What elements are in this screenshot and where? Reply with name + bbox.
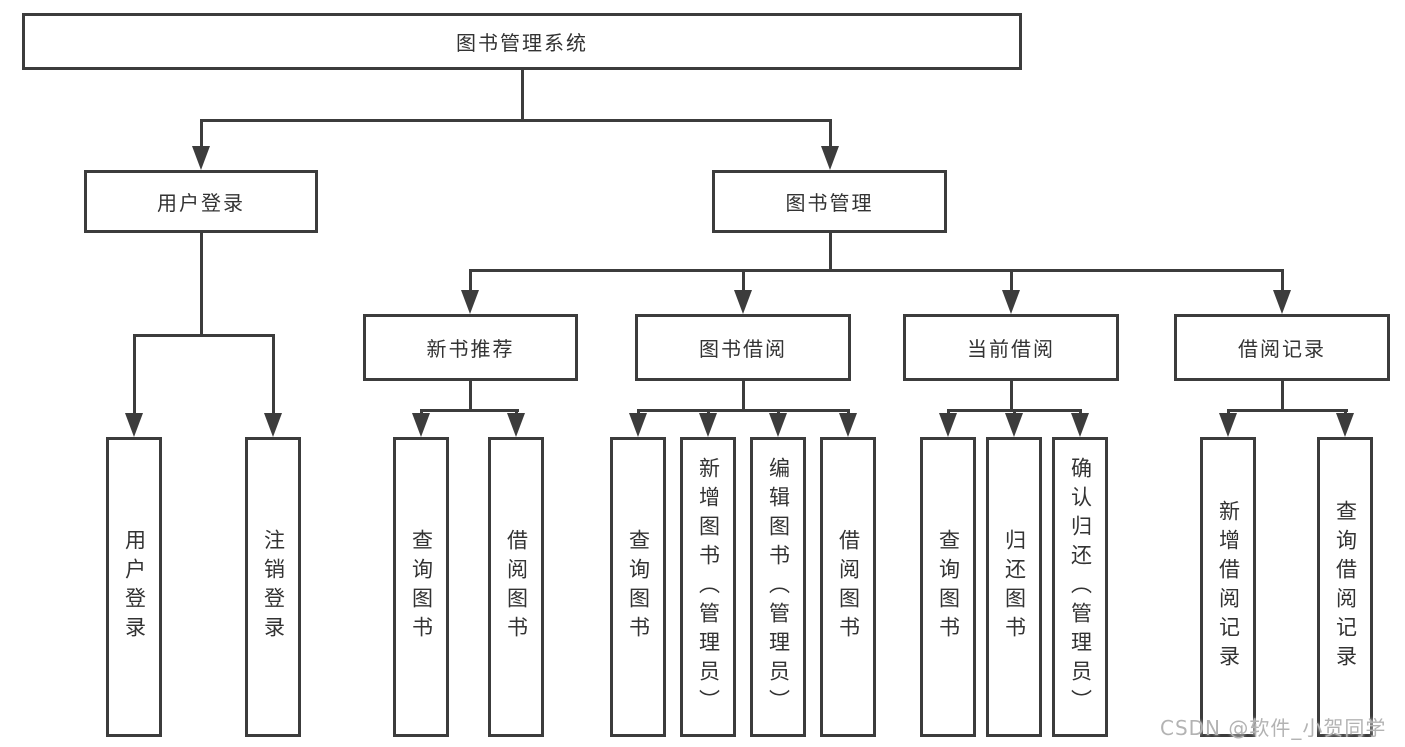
leaf-label: 新增借阅记录 — [1216, 500, 1241, 674]
connector-drop-user-login — [199, 120, 203, 148]
node-label: 借阅记录 — [1238, 337, 1326, 361]
leaf-label: 借阅图书 — [836, 529, 861, 645]
arrow-down-icon — [939, 413, 957, 437]
connector-drop-new-book — [468, 270, 472, 292]
arrow-down-icon — [734, 290, 752, 314]
arrow-down-icon — [125, 413, 143, 437]
arrow-down-icon — [1005, 413, 1023, 437]
leaf-label: 新增图书（管理员） — [696, 456, 721, 718]
leaf-label: 编辑图书（管理员） — [766, 456, 791, 718]
leaf-logout: 注销登录 — [245, 437, 301, 737]
leaf-label: 注销登录 — [261, 529, 286, 645]
node-label: 当前借阅 — [967, 337, 1055, 361]
connector-new-book-bar — [419, 408, 519, 412]
arrow-down-icon — [699, 413, 717, 437]
leaf-confirm-return-admin: 确认归还（管理员） — [1052, 437, 1108, 737]
arrow-down-icon — [821, 146, 839, 170]
node-book-borrowing: 图书借阅 — [635, 314, 851, 381]
connector-root-bar — [199, 118, 832, 122]
arrow-down-icon — [192, 146, 210, 170]
leaf-query-books-recommend: 查询图书 — [393, 437, 449, 737]
connector-book-borrow-bar — [636, 408, 850, 412]
node-label: 用户登录 — [157, 191, 245, 215]
leaf-query-books-borrowing: 查询图书 — [610, 437, 666, 737]
leaf-label: 查询图书 — [409, 529, 434, 645]
leaf-add-book-admin: 新增图书（管理员） — [680, 437, 736, 737]
node-book-management: 图书管理 — [712, 170, 947, 233]
arrow-down-icon — [1071, 413, 1089, 437]
connector-user-login-stem — [199, 233, 203, 337]
leaf-label: 归还图书 — [1002, 529, 1027, 645]
connector-new-book-stem — [468, 381, 472, 412]
arrow-down-icon — [461, 290, 479, 314]
connector-borrow-records-bar — [1226, 408, 1348, 412]
leaf-user-login: 用户登录 — [106, 437, 162, 737]
csdn-watermark: CSDN @软件_小贺同学 — [1160, 716, 1387, 740]
connector-drop-leaf-user-login — [132, 335, 136, 414]
arrow-down-icon — [1336, 413, 1354, 437]
node-label: 图书管理 — [785, 191, 874, 215]
node-label: 图书借阅 — [699, 337, 787, 361]
leaf-edit-book-admin: 编辑图书（管理员） — [750, 437, 806, 737]
node-current-borrowing: 当前借阅 — [903, 314, 1119, 381]
connector-book-management-stem — [828, 233, 832, 271]
connector-current-borrow-stem — [1009, 381, 1013, 412]
arrow-down-icon — [1002, 290, 1020, 314]
leaf-label: 查询图书 — [936, 529, 961, 645]
connector-drop-borrow-records — [1280, 270, 1284, 292]
arrow-down-icon — [839, 413, 857, 437]
node-label: 新书推荐 — [426, 337, 515, 361]
connector-borrow-records-stem — [1280, 381, 1284, 412]
leaf-borrow-books-borrowing: 借阅图书 — [820, 437, 876, 737]
connector-root-stem — [520, 70, 524, 121]
connector-drop-book-management — [828, 120, 832, 148]
node-new-book-recommendation: 新书推荐 — [363, 314, 578, 381]
arrow-down-icon — [412, 413, 430, 437]
connector-drop-current-borrow — [1009, 270, 1013, 292]
leaf-borrow-books-recommend: 借阅图书 — [488, 437, 544, 737]
connector-drop-leaf-logout — [271, 335, 275, 414]
leaf-label: 确认归还（管理员） — [1068, 456, 1093, 718]
leaf-label: 查询借阅记录 — [1333, 500, 1358, 674]
leaf-query-books-current: 查询图书 — [920, 437, 976, 737]
leaf-return-book: 归还图书 — [986, 437, 1042, 737]
arrow-down-icon — [629, 413, 647, 437]
leaf-label: 借阅图书 — [504, 529, 529, 645]
connector-book-management-bar — [468, 268, 1284, 272]
leaf-query-borrow-record: 查询借阅记录 — [1317, 437, 1373, 737]
leaf-label: 查询图书 — [626, 529, 651, 645]
connector-book-borrow-stem — [741, 381, 745, 412]
node-library-management-system: 图书管理系统 — [22, 13, 1022, 70]
node-label: 图书管理系统 — [456, 31, 588, 55]
arrow-down-icon — [264, 413, 282, 437]
node-user-login: 用户登录 — [84, 170, 318, 233]
connector-user-login-bar — [132, 333, 275, 337]
arrow-down-icon — [1219, 413, 1237, 437]
leaf-add-borrow-record: 新增借阅记录 — [1200, 437, 1256, 737]
arrow-down-icon — [769, 413, 787, 437]
node-borrowing-records: 借阅记录 — [1174, 314, 1390, 381]
arrow-down-icon — [1273, 290, 1291, 314]
connector-drop-book-borrow — [741, 270, 745, 292]
leaf-label: 用户登录 — [122, 529, 147, 645]
arrow-down-icon — [507, 413, 525, 437]
